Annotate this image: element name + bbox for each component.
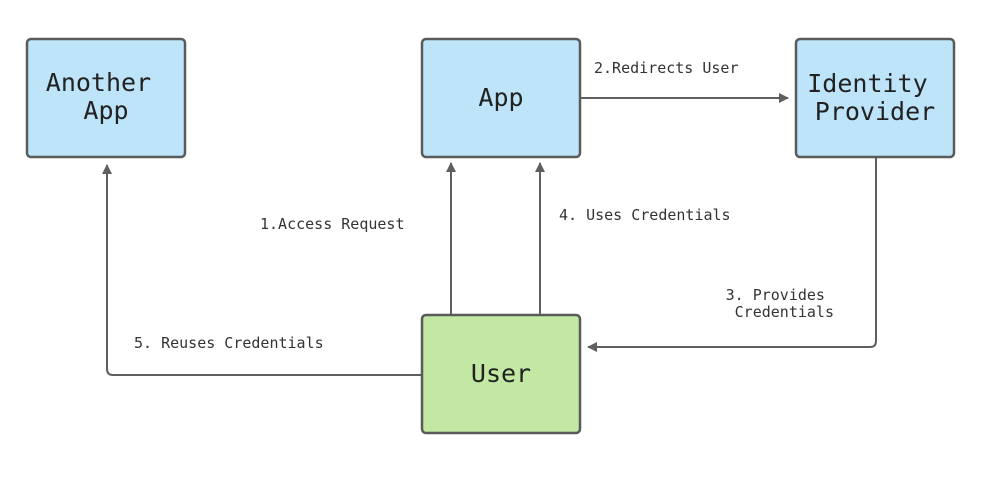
another-app-label: Another App <box>46 68 166 125</box>
user-box <box>420 313 582 435</box>
label-access-request: 1.Access Request <box>260 215 405 233</box>
node-identity-provider: Identity Provider <box>794 37 956 159</box>
another-app-box <box>25 37 187 159</box>
identity-provider-label-line2: Provider <box>815 97 935 126</box>
identity-provider-label: Identity Provider <box>807 69 942 126</box>
label-uses-credentials: 4. Uses Credentials <box>559 206 731 224</box>
another-app-label-line1: Another <box>46 68 151 97</box>
user-label: User <box>471 359 531 388</box>
node-user: User <box>420 313 582 435</box>
identity-provider-label-line1: Identity <box>807 69 927 98</box>
edges <box>102 93 877 376</box>
app-box <box>420 37 582 159</box>
edge-provides-credentials <box>587 158 877 352</box>
node-app: App <box>420 37 582 159</box>
label-provides-credentials-line2: Credentials <box>735 303 834 321</box>
label-redirects-user: 2.Redirects User <box>594 59 739 77</box>
label-provides-credentials-line1: 3. Provides <box>726 286 825 304</box>
identity-provider-box <box>794 37 956 159</box>
label-reuses-credentials: 5. Reuses Credentials <box>134 334 324 352</box>
edge-labels: 1.Access Request 2.Redirects User 4. Use… <box>134 59 834 352</box>
node-another-app: Another App <box>25 37 187 159</box>
edge-reuses-credentials <box>102 164 422 376</box>
another-app-label-line2: App <box>83 96 128 125</box>
label-provides-credentials: 3. Provides Credentials <box>726 286 834 321</box>
app-label: App <box>478 83 523 112</box>
